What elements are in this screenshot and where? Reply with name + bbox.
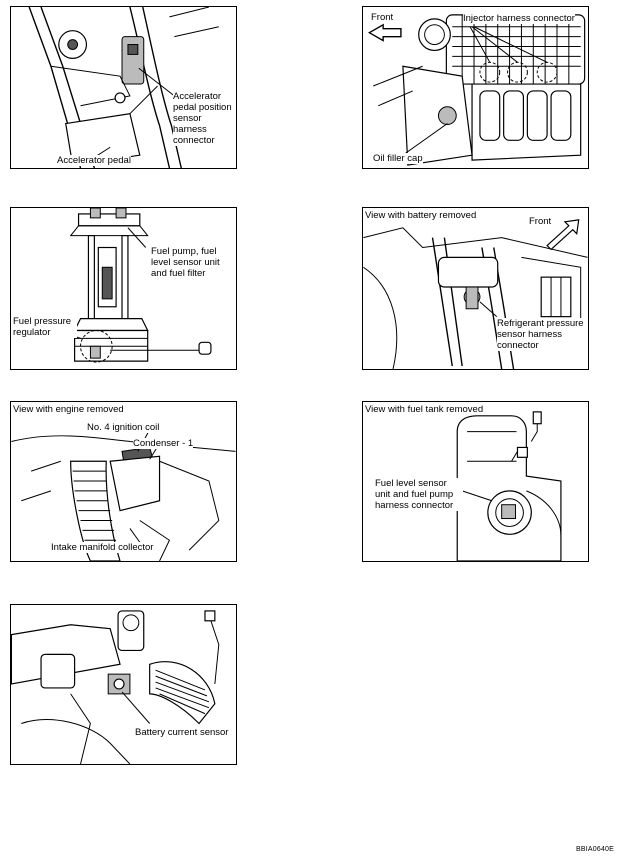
panel-accelerator-pedal: Accelerator pedal position sensor harnes… — [10, 6, 237, 169]
label-condenser: Condenser - 1 — [133, 438, 194, 449]
label-front-arrow: Front — [371, 12, 394, 23]
label-battery-current-sensor: Battery current sensor — [135, 727, 229, 738]
fuel-pump-drawing — [50, 208, 212, 363]
injector-harness-drawing — [367, 14, 586, 166]
label-fuel-level-sensor-connector: Fuel level sensor unit and fuel pump har… — [375, 478, 463, 511]
panel-fuel-tank-removed: View with fuel tank removed Fuel level s… — [362, 401, 589, 562]
panel-injector-harness: Front Injector harness connector Oil fil… — [362, 6, 589, 169]
fuel-tank-removed-drawing — [456, 411, 562, 561]
panel-battery-current-sensor: Battery current sensor — [10, 604, 237, 765]
label-injector-connector: Injector harness connector — [463, 13, 575, 24]
label-ignition-coil: No. 4 ignition coil — [87, 422, 160, 433]
figure-code: BBIA0640E — [576, 846, 614, 853]
label-accelerator-sensor-connector: Accelerator pedal position sensor harnes… — [173, 91, 236, 146]
label-front-arrow-battery: Front — [529, 216, 552, 227]
label-oil-filler-cap: Oil filler cap — [373, 153, 423, 164]
label-view-fuel-tank-removed: View with fuel tank removed — [365, 404, 484, 415]
label-fuel-pressure-regulator: Fuel pressure regulator — [13, 316, 77, 338]
panel-engine-removed: View with engine removed No. 4 ignition … — [10, 401, 237, 562]
label-fuel-pump-unit: Fuel pump, fuel level sensor unit and fu… — [151, 246, 236, 279]
label-intake-manifold: Intake manifold collector — [51, 542, 154, 553]
battery-current-sensor-drawing — [11, 610, 220, 764]
label-accelerator-pedal: Accelerator pedal — [57, 155, 131, 166]
label-refrigerant-connector: Refrigerant pressure sensor harness conn… — [497, 318, 588, 351]
label-view-battery-removed: View with battery removed — [365, 210, 477, 221]
panel-fuel-pump: Fuel pump, fuel level sensor unit and fu… — [10, 207, 237, 370]
panel-battery-removed: View with battery removed Front Refriger… — [362, 207, 589, 370]
engine-removed-drawing — [11, 429, 236, 561]
label-view-engine-removed: View with engine removed — [13, 404, 124, 415]
